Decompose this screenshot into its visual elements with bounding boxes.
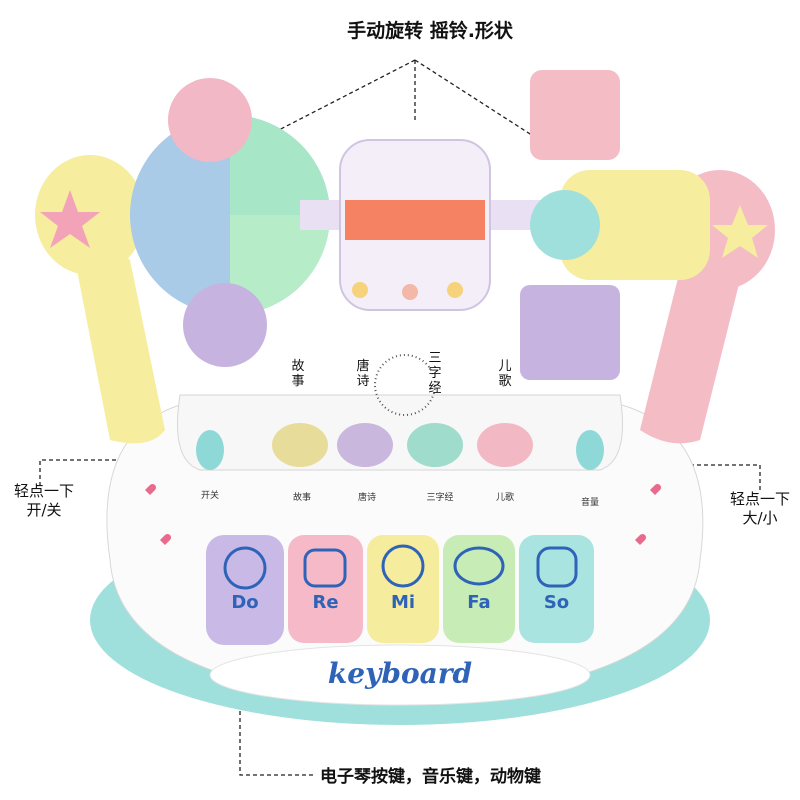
panel-label-volume: 音量 (580, 498, 599, 508)
right-callout-line2: 大/小 (742, 508, 778, 527)
poem-button (337, 423, 393, 467)
key-re[interactable]: Re (312, 592, 339, 613)
speaker-grille-icon (374, 354, 436, 416)
right-handle (640, 262, 740, 444)
rattle-core (345, 200, 485, 240)
panel-label-classic: 三字经 (426, 493, 454, 503)
key-mi[interactable]: Mi (390, 592, 416, 613)
brand-logo: keyboard (327, 657, 473, 690)
left-handle (75, 245, 165, 444)
label-story: 故事 (291, 359, 305, 389)
top-callout: 手动旋转 摇铃.形状 (347, 20, 513, 42)
heart-icon (160, 533, 172, 545)
frog-icon (453, 546, 505, 586)
key-fa-shape (443, 535, 515, 643)
right-cube-pink (530, 70, 620, 160)
label-classic: 三字经 (428, 351, 442, 396)
piano-keys (206, 535, 594, 645)
left-spinner-green2 (230, 215, 330, 315)
song-button (477, 423, 533, 467)
right-cylinder-yellow (560, 170, 710, 280)
left-star-icon (40, 190, 100, 248)
key-do-shape (206, 535, 284, 645)
key-so-shape (519, 535, 594, 643)
power-button (196, 430, 224, 470)
bead-2 (402, 284, 418, 300)
panel-label-story: 故事 (292, 493, 311, 503)
label-poem: 唐诗 (356, 359, 370, 389)
panel-label-poem: 唐诗 (357, 493, 376, 503)
key-mi-shape (367, 535, 439, 643)
left-callout-line2: 开/关 (26, 500, 62, 519)
heart-icon (145, 483, 157, 495)
right-callout-line1: 轻点一下 (729, 490, 790, 508)
panel-label-power: 开关 (200, 491, 219, 501)
heart-icon (635, 533, 647, 545)
dog-icon (381, 544, 425, 588)
classic-button (407, 423, 463, 467)
cat-icon (303, 548, 347, 588)
brand-oval (209, 644, 591, 706)
left-spinner-green (230, 115, 330, 215)
heart-icon (650, 483, 662, 495)
function-button-group (272, 423, 533, 467)
left-spinner-ball-bottom (183, 283, 267, 367)
key-do[interactable]: Do (231, 592, 259, 613)
bead-1 (352, 282, 368, 298)
key-so[interactable]: So (543, 592, 570, 613)
cow-icon (536, 546, 578, 588)
right-cylinder-cap (530, 190, 600, 260)
left-callout-line1: 轻点一下 (13, 482, 74, 500)
label-song: 儿歌 (498, 359, 512, 389)
left-callout: 轻点一下 开/关 (4, 482, 84, 520)
bottom-callout: 电子琴按键，音乐键，动物键 (320, 767, 541, 787)
right-star-icon (712, 205, 768, 258)
key-fa[interactable]: Fa (467, 592, 491, 613)
volume-button (576, 430, 604, 470)
animal-icons (223, 544, 578, 590)
duck-icon (223, 546, 267, 590)
bead-3 (447, 282, 463, 298)
story-button (272, 423, 328, 467)
right-cube-purple (520, 285, 620, 380)
heart-decorations (145, 483, 662, 545)
left-spinner-ball-top (168, 78, 252, 162)
leader-right (600, 464, 761, 490)
control-panel (177, 394, 623, 471)
panel-label-song: 儿歌 (495, 493, 514, 503)
right-callout: 轻点一下 大/小 (720, 490, 800, 528)
